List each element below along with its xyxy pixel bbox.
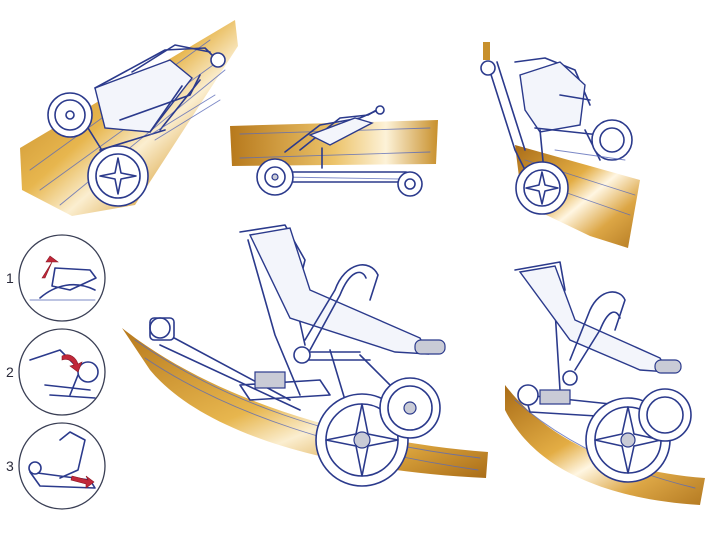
- wheel-large: [87, 145, 149, 207]
- step-3-circle: [18, 422, 106, 510]
- gold-rocker: [505, 385, 705, 505]
- sketch-upright-compact: [480, 42, 640, 248]
- small-wheel: [517, 384, 539, 406]
- wheel-front: [591, 119, 633, 161]
- sketch-folded-side-view: [230, 105, 438, 197]
- step-3-number: 3: [6, 458, 14, 474]
- arrow-right-icon: [70, 475, 95, 489]
- arrow-down-icon: [61, 354, 83, 373]
- step-2-number: 2: [6, 364, 14, 380]
- sketch-folded-stroller-top-left: [20, 20, 238, 216]
- sketch-stroller-rocker-center: [122, 224, 488, 487]
- wheel-rear: [397, 171, 423, 197]
- step-2-circle: [18, 328, 106, 416]
- small-wheel: [149, 317, 171, 339]
- arrow-up-icon: [41, 255, 59, 279]
- sketch-stroller-rocker-right: [505, 261, 705, 505]
- step-1-circle: [18, 234, 106, 322]
- step-1-number: 1: [6, 270, 14, 286]
